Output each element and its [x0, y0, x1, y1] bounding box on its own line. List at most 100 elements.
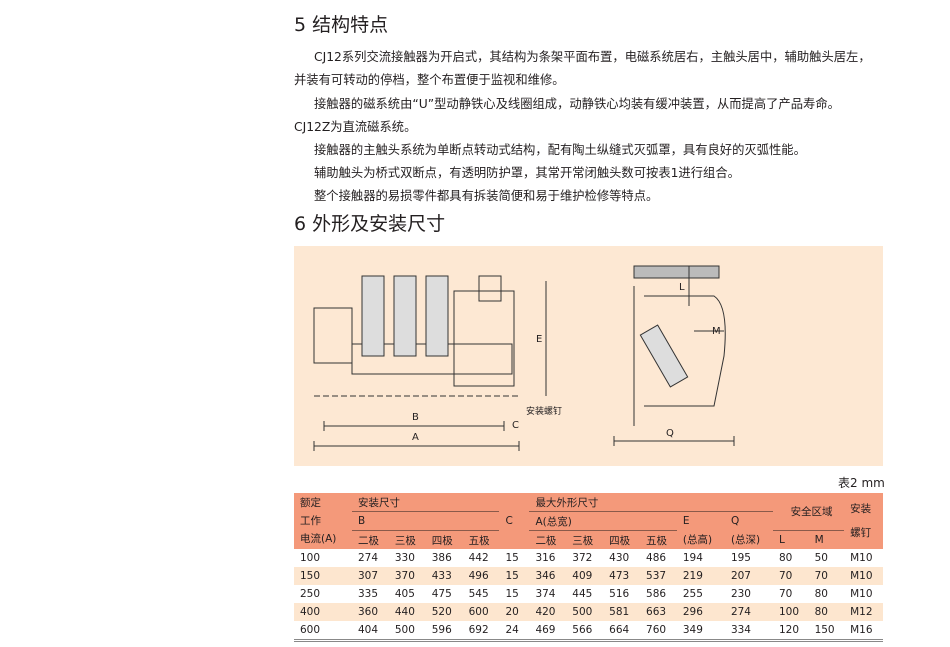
- table-cell: 581: [603, 603, 641, 621]
- table-cell: 150: [294, 567, 352, 585]
- table-cell: 760: [640, 621, 677, 642]
- table-cell: 307: [352, 567, 389, 585]
- table-caption: 表2 mm: [838, 476, 885, 490]
- table-cell: 274: [724, 603, 773, 621]
- table-cell: 600: [294, 621, 352, 642]
- header-rated-current: 额定工作电流(A): [294, 493, 352, 549]
- table-cell: 24: [499, 621, 530, 642]
- table-cell: 370: [388, 567, 426, 585]
- header-q-sub: (总深): [724, 530, 773, 549]
- table-cell: 207: [724, 567, 773, 585]
- table-cell: 500: [388, 621, 426, 642]
- table-cell: 420: [529, 603, 567, 621]
- table-cell: 409: [566, 567, 604, 585]
- table-cell: 316: [535, 552, 556, 564]
- header-max: 最大外形尺寸: [529, 493, 773, 512]
- table-cell: 80: [814, 588, 828, 600]
- header-l: L: [773, 530, 809, 549]
- header-install: 安装尺寸: [352, 493, 500, 512]
- table-cell: 430: [609, 552, 630, 564]
- dim-label-b: B: [412, 412, 419, 423]
- header-e-sub: (总高): [676, 530, 725, 549]
- paragraph: 并装有可转动的停档，整个布置便于监视和维修。: [294, 73, 565, 87]
- table-cell: 433: [425, 567, 463, 585]
- dim-label-c: C: [512, 420, 519, 431]
- header-e: E: [676, 511, 725, 531]
- header-pole: 四极: [425, 530, 463, 549]
- dim-label-q: Q: [666, 428, 674, 439]
- header-pole: 三极: [566, 530, 604, 549]
- table-cell: 537: [640, 567, 677, 585]
- table-cell: 663: [640, 603, 677, 621]
- paragraph: 整个接触器的易损零件都具有拆装简便和易于维护检修等特点。: [314, 189, 659, 203]
- table-cell: 334: [724, 621, 773, 642]
- table-cell: 473: [603, 567, 641, 585]
- section6-title: 6 外形及安装尺寸: [294, 213, 446, 235]
- table-cell: 335: [358, 588, 379, 600]
- table-cell: 100: [300, 552, 321, 564]
- table-cell: M10: [850, 552, 873, 564]
- table-cell: M12: [844, 603, 883, 621]
- header-pole: 三极: [388, 530, 426, 549]
- dim-label-e: E: [536, 334, 543, 345]
- table-cell: M10: [844, 567, 883, 585]
- table-cell: 80: [779, 552, 793, 564]
- table-cell: 346: [529, 567, 567, 585]
- paragraph: CJ12系列交流接触器为开启式，其结构为条架平面布置，电磁系统居右，主触头居中，…: [314, 50, 871, 64]
- table-cell: 296: [676, 603, 725, 621]
- front-view-drawing: [313, 275, 519, 397]
- table-cell: 349: [676, 621, 725, 642]
- table-cell: 230: [730, 588, 751, 600]
- table-cell: 219: [676, 567, 725, 585]
- table-cell: 566: [566, 621, 604, 642]
- mounting-screw-label: 安装螺钉: [526, 407, 563, 417]
- table-cell: 15: [505, 552, 519, 564]
- table-cell: 520: [425, 603, 463, 621]
- table-cell: 386: [431, 552, 452, 564]
- header-m: M: [808, 530, 845, 549]
- header-pole: 二极: [529, 530, 567, 549]
- table-cell: 70: [779, 588, 793, 600]
- table-cell: 330: [394, 552, 415, 564]
- table-cell: 400: [294, 603, 352, 621]
- table-cell: 596: [425, 621, 463, 642]
- table-cell: 440: [388, 603, 426, 621]
- table-cell: 20: [499, 603, 530, 621]
- header-screw: 安装螺钉: [844, 493, 883, 549]
- table-cell: 120: [773, 621, 809, 642]
- header-a: A(总宽): [529, 511, 677, 531]
- header-pole: 五极: [462, 530, 500, 549]
- dim-label-m: M: [712, 326, 721, 337]
- dim-label-l: L: [679, 282, 685, 293]
- table-cell: 445: [572, 588, 593, 600]
- table-cell: 475: [431, 588, 452, 600]
- header-c: C: [499, 493, 530, 549]
- table-cell: 372: [572, 552, 593, 564]
- table-cell: 150: [808, 621, 845, 642]
- table-cell: 15: [505, 588, 519, 600]
- header-q: Q: [724, 511, 773, 531]
- table-cell: 70: [773, 567, 809, 585]
- header-pole: 五极: [640, 530, 677, 549]
- table-cell: 496: [462, 567, 500, 585]
- paragraph: CJ12Z为直流磁系统。: [294, 120, 417, 134]
- table-cell: 255: [682, 588, 703, 600]
- table-cell: 274: [358, 552, 379, 564]
- table-cell: M10: [850, 588, 873, 600]
- table-cell: 442: [468, 552, 489, 564]
- table-cell: 469: [529, 621, 567, 642]
- table-cell: 194: [682, 552, 703, 564]
- table-cell: 600: [462, 603, 500, 621]
- dim-label-a: A: [412, 432, 419, 443]
- table-cell: M16: [844, 621, 883, 642]
- table-cell: 70: [808, 567, 845, 585]
- section5-title: 5 结构特点: [294, 14, 389, 36]
- table-cell: 692: [462, 621, 500, 642]
- header-pole: 四极: [603, 530, 641, 549]
- table-cell: 404: [352, 621, 389, 642]
- table-cell: 80: [808, 603, 845, 621]
